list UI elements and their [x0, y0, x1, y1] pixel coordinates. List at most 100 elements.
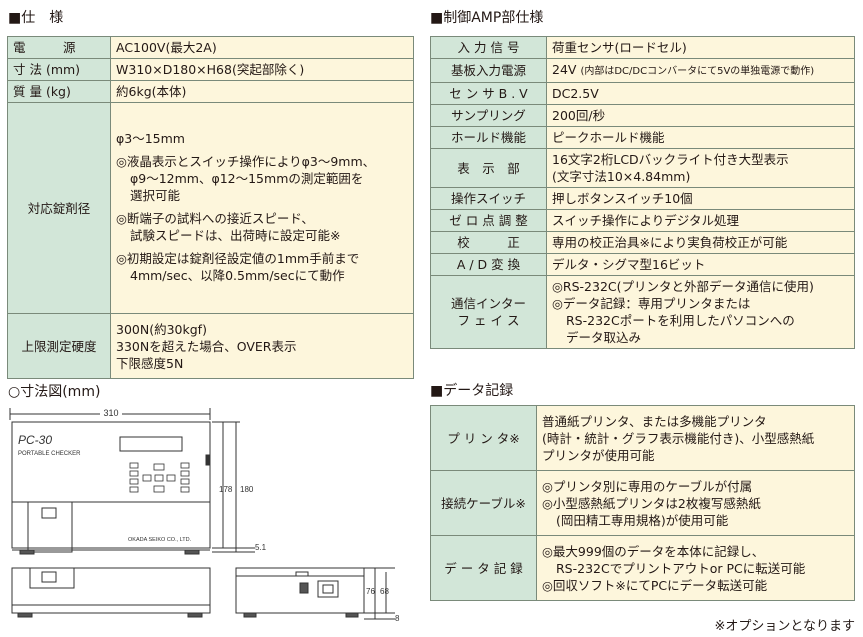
table-row: 操作スイッチ 押しボタンスイッチ10個	[430, 187, 855, 210]
amp-value-input: 荷重センサ(ロードセル)	[546, 36, 855, 59]
spec-line: φ9〜12mm、φ12〜15mmの測定範囲を	[130, 171, 364, 186]
table-row: A / D 変 換 デルタ・シグマ型16ビット	[430, 253, 855, 276]
record-table: プ リ ン タ※ 普通紙プリンタ、または多機能プリンタ (時計・統計・グラフ表示…	[430, 405, 855, 601]
amp-label-input: 入 力 信 号	[430, 36, 547, 59]
table-row: セ ン サ B . V DC2.5V	[430, 82, 855, 105]
amp-label-zero: ゼ ロ 点 調 整	[430, 209, 547, 232]
spec-table: 電 源 AC100V(最大2A) 寸 法 (mm) W310×D180×H68(…	[7, 36, 414, 379]
spec-line: 選択可能	[130, 188, 181, 203]
amp-value-ad: デルタ・シグマ型16ビット	[546, 253, 855, 276]
amp-line: RS-232Cポートを利用したパソコンへの	[566, 313, 795, 328]
record-label-cable: 接続ケーブル※	[430, 470, 537, 536]
record-line: (岡田精工専用規格)が使用可能	[556, 512, 729, 528]
spec-line: 330Nを超えた場合、OVER表示	[116, 338, 297, 354]
table-row: ホールド機能 ピークホールド機能	[430, 126, 855, 149]
spec-line: ◎液晶表示とスイッチ操作によりφ3〜9mm、	[116, 154, 376, 169]
record-line: 普通紙プリンタ、または多機能プリンタ	[542, 413, 767, 429]
side-label-68: 68	[380, 587, 389, 596]
amp-value-sensor-bv: DC2.5V	[546, 82, 855, 105]
table-row: デ ー タ 記 録 ◎最大999個のデータを本体に記録し、 RS-232Cでプリ…	[430, 535, 855, 601]
spec-value-tablet-diameter: φ3〜15mm ◎液晶表示とスイッチ操作によりφ3〜9mm、 φ9〜12mm、φ…	[110, 102, 414, 314]
table-row: 質 量 (kg) 約6kg(本体)	[7, 80, 414, 103]
record-line: RS-232Cでプリントアウトor PCに転送可能	[556, 560, 806, 576]
amp-spec-table: 入 力 信 号 荷重センサ(ロードセル) 基板入力電源 24V (内部はDC/D…	[430, 36, 855, 349]
sample-stage	[27, 501, 73, 553]
amp-line: データ取込み	[566, 330, 642, 345]
spec-line: 試験スピードは、出荷時に設定可能※	[130, 228, 341, 243]
record-line: ◎小型感熱紙プリンタは2枚複写感熱紙	[542, 495, 761, 511]
amp-line: ◎データ記録：専用プリンタまたは	[552, 296, 751, 311]
record-value-data: ◎最大999個のデータを本体に記録し、 RS-232Cでプリントアウトor PC…	[536, 535, 855, 601]
spec-section-title: ■仕 様	[8, 10, 64, 26]
spec-line: ◎断端子の試料への接近スピード、	[116, 211, 314, 226]
amp-value-zero: スイッチ操作によりデジタル処理	[546, 209, 855, 232]
amp-value-display: 16文字2桁LCDバックライト付き大型表示 (文字寸法10×4.84mm)	[546, 148, 855, 188]
side-view	[235, 567, 365, 614]
side-label-76: 76	[366, 587, 375, 596]
record-label-data: デ ー タ 記 録	[430, 535, 537, 601]
spec-value-size: W310×D180×H68(突起部除く)	[110, 58, 414, 81]
table-row: ゼ ロ 点 調 整 スイッチ操作によりデジタル処理	[430, 209, 855, 232]
width-dimension-label: 310	[103, 408, 118, 418]
amp-value-sampling: 200回/秒	[546, 104, 855, 127]
spec-line: 4mm/sec、以降0.5mm/secにて動作	[130, 268, 345, 283]
table-row: 通信インター フ ェ イ ス ◎RS-232C(プリンタと外部データ通信に使用)…	[430, 275, 855, 349]
record-line: ◎プリンタ別に専用のケーブルが付属	[542, 478, 753, 494]
spec-line: φ3〜15mm	[116, 131, 185, 146]
footnote: ※オプションとなります	[714, 619, 855, 634]
amp-value-switch: 押しボタンスイッチ10個	[546, 187, 855, 210]
amp-section-title: ■制御AMP部仕様	[430, 10, 544, 26]
spec-label-tablet-diameter: 対応錠剤径	[7, 102, 111, 314]
power-inlet	[317, 580, 339, 598]
amp-line: (文字寸法10×4.84mm)	[552, 169, 691, 184]
side-label-8: 8	[395, 614, 400, 623]
table-row: サンプリング 200回/秒	[430, 104, 855, 127]
power-switch	[299, 582, 309, 594]
record-line: ◎回収ソフト※にてPCにデータ転送可能	[542, 577, 768, 593]
table-row: 入 力 信 号 荷重センサ(ロードセル)	[430, 36, 855, 59]
spec-line: ◎初期設定は錠剤径設定値の1mm手前まで	[116, 251, 360, 266]
spec-line: 下限感度5N	[116, 355, 184, 371]
amp-label-ad: A / D 変 換	[430, 253, 547, 276]
record-section-title: ■データ記録	[430, 383, 514, 399]
amp-label-sensor-bv: セ ン サ B . V	[430, 82, 547, 105]
record-value-cable: ◎プリンタ別に専用のケーブルが付属 ◎小型感熱紙プリンタは2枚複写感熱紙 (岡田…	[536, 470, 855, 536]
amp-label-switch: 操作スイッチ	[430, 187, 547, 210]
lcd-display	[119, 436, 183, 452]
amp-value-interface: ◎RS-232C(プリンタと外部データ通信に使用) ◎データ記録：専用プリンタま…	[546, 275, 855, 349]
table-row: 基板入力電源 24V (内部はDC/DCコンバータにて5Vの単独電源で動作)	[430, 58, 855, 83]
table-row: 対応錠剤径 φ3〜15mm ◎液晶表示とスイッチ操作によりφ3〜9mm、 φ9〜…	[7, 102, 414, 314]
amp-label-board-power: 基板入力電源	[430, 58, 547, 83]
spec-value-weight: 約6kg(本体)	[110, 80, 414, 103]
record-line: ◎最大999個のデータを本体に記録し、	[542, 543, 765, 559]
model-subtitle: PORTABLE CHECKER	[18, 451, 81, 457]
record-line: (時計・統計・グラフ表示機能付き)、小型感熱紙	[542, 430, 815, 446]
amp-label-display: 表 示 部	[430, 148, 547, 188]
dimension-section-title: ○寸法図(mm)	[8, 384, 101, 400]
table-row: 寸 法 (mm) W310×D180×H68(突起部除く)	[7, 58, 414, 81]
amp-line: ◎RS-232C(プリンタと外部データ通信に使用)	[552, 279, 814, 294]
amp-label-interface: 通信インター フ ェ イ ス	[430, 275, 547, 349]
dimension-drawing: 310 PC-30 PORTABLE CHECKER OKADA SEIKO C…	[9, 406, 400, 623]
amp-label-hold: ホールド機能	[430, 126, 547, 149]
spec-value-hardness: 300N(約30kgf) 330Nを超えた場合、OVER表示 下限感度5N	[110, 313, 414, 379]
height-label-180: 180	[240, 485, 254, 494]
amp-label-calibration: 校 正	[430, 231, 547, 254]
amp-value-hold: ピークホールド機能	[546, 126, 855, 149]
keypad	[129, 462, 190, 493]
table-row: 電 源 AC100V(最大2A)	[7, 36, 414, 59]
spec-label-power: 電 源	[7, 36, 111, 59]
amp-value-calibration: 専用の校正治具※により実負荷校正が可能	[546, 231, 855, 254]
model-name: PC-30	[18, 433, 52, 447]
amp-line: 16文字2桁LCDバックライト付き大型表示	[552, 152, 789, 167]
spec-label-size: 寸 法 (mm)	[7, 58, 111, 81]
record-value-printer: 普通紙プリンタ、または多機能プリンタ (時計・統計・グラフ表示機能付き)、小型感…	[536, 405, 855, 471]
height-label-178: 178	[219, 485, 233, 494]
spec-line: 300N(約30kgf)	[116, 321, 207, 337]
bottom-view	[11, 567, 211, 614]
table-row: 上限測定硬度 300N(約30kgf) 330Nを超えた場合、OVER表示 下限…	[7, 313, 414, 379]
amp-board-power-note: (内部はDC/DCコンバータにて5Vの単独電源で動作)	[580, 66, 815, 77]
table-row: 接続ケーブル※ ◎プリンタ別に専用のケーブルが付属 ◎小型感熱紙プリンタは2枚複…	[430, 470, 855, 536]
maker-name: OKADA SEIKO CO., LTD.	[128, 537, 192, 543]
spec-label-weight: 質 量 (kg)	[7, 80, 111, 103]
